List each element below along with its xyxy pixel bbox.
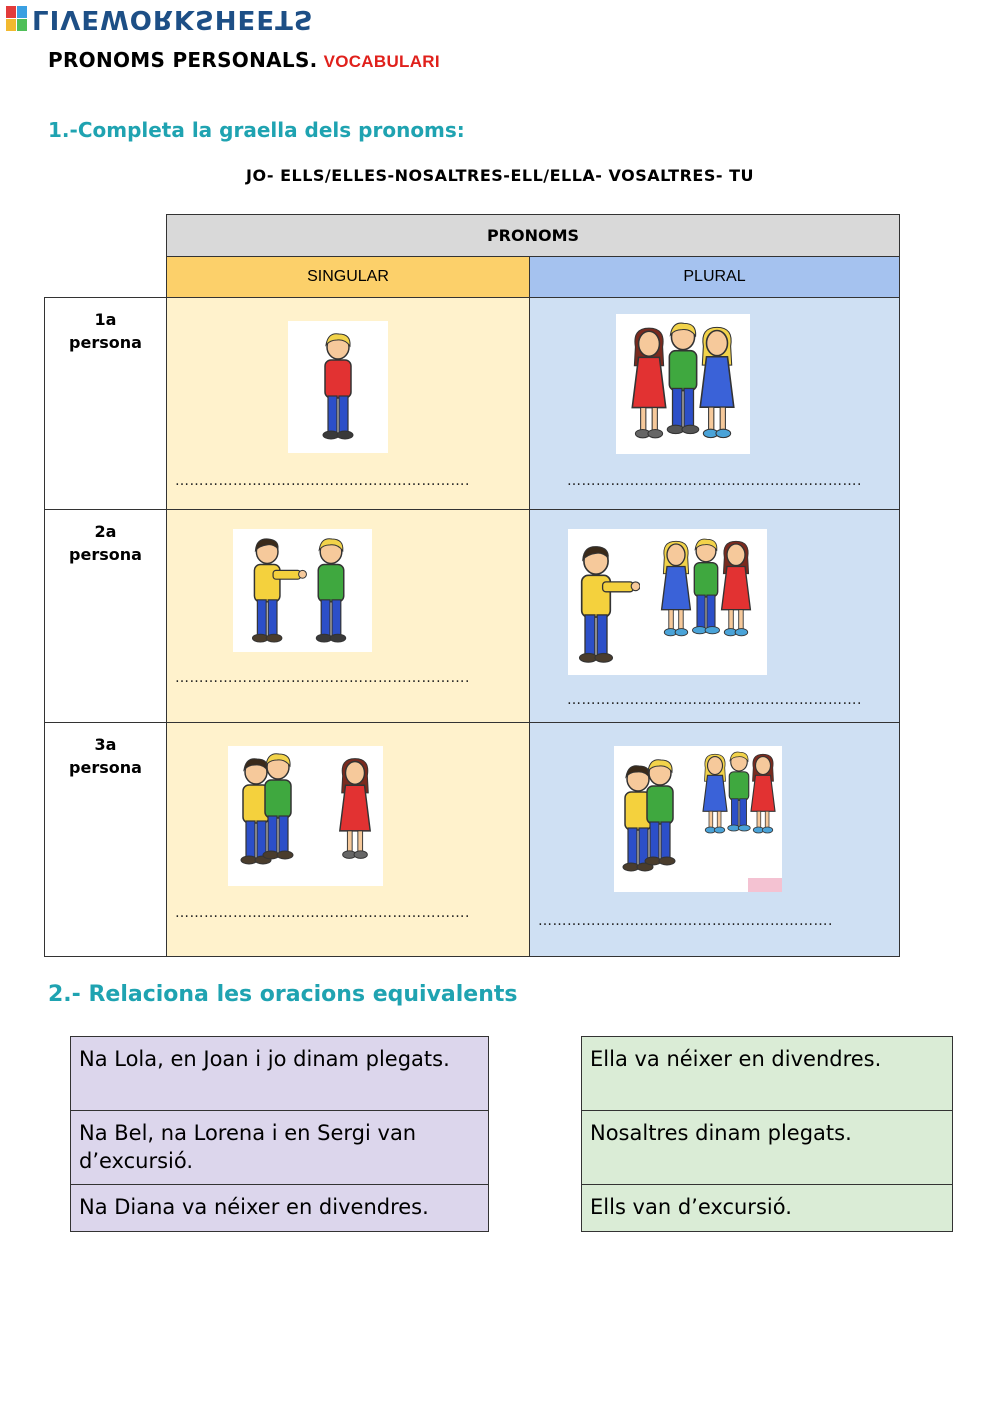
cell-3a-plural: …………………………………………………….	[529, 722, 900, 957]
answer-blank-3a-singular[interactable]: …………………………………………………….	[175, 905, 470, 921]
answer-blank-1a-plural[interactable]: …………………………………………………….	[567, 473, 862, 489]
illustration-boy-self	[288, 321, 388, 453]
word-bank: JO- ELLS/ELLES-NOSALTRES-ELL/ELLA- VOSAL…	[246, 166, 754, 185]
illustration-talking-about-one	[228, 746, 383, 886]
illustration-pointing-at-one	[233, 529, 372, 652]
row-label-word: persona	[69, 333, 142, 352]
exercise2-heading: 2.- Relaciona les oracions equivalents	[48, 982, 518, 1007]
row-label-number: 2a	[94, 522, 117, 541]
column-header-singular: SINGULAR	[166, 256, 530, 298]
match-left-2[interactable]: Na Bel, na Lorena i en Sergi van d’excur…	[70, 1110, 489, 1186]
illustration-group-with-self	[616, 314, 750, 454]
row-label-number: 1a	[94, 310, 117, 329]
exercise1-heading: 1.-Completa la graella dels pronoms:	[48, 118, 465, 142]
table-header-pronoms: PRONOMS	[166, 214, 900, 257]
logo-cubes-icon	[6, 6, 28, 32]
row-label-word: persona	[69, 545, 142, 564]
row-label-number: 3a	[94, 735, 117, 754]
title-main: PRONOMS PERSONALS.	[48, 48, 318, 72]
answer-blank-2a-singular[interactable]: …………………………………………………….	[175, 670, 470, 686]
illustration-pointing-at-group	[568, 529, 767, 675]
row-label-word: persona	[69, 758, 142, 777]
match-right-1[interactable]: Ella va néixer en divendres.	[581, 1036, 953, 1112]
row-label-1a-persona: 1a persona	[44, 297, 167, 510]
cell-2a-plural: …………………………………………………….	[529, 509, 900, 723]
page-title: PRONOMS PERSONALS. VOCABULARI	[48, 48, 440, 72]
match-right-2[interactable]: Nosaltres dinam plegats.	[581, 1110, 953, 1186]
answer-blank-3a-plural[interactable]: …………………………………………………….	[538, 913, 833, 929]
brand-logo: LIVEWORKSHEETS	[6, 4, 314, 34]
brand-name: LIVEWORKSHEETS	[32, 4, 314, 34]
illustration-talking-about-group	[614, 746, 782, 892]
cell-3a-singular: …………………………………………………….	[166, 722, 530, 957]
row-label-2a-persona: 2a persona	[44, 509, 167, 723]
cell-1a-plural: …………………………………………………….	[529, 297, 900, 510]
answer-blank-1a-singular[interactable]: …………………………………………………….	[175, 473, 470, 489]
row-label-3a-persona: 3a persona	[44, 722, 167, 957]
match-right-3[interactable]: Ells van d’excursió.	[581, 1184, 953, 1232]
cell-2a-singular: …………………………………………………….	[166, 509, 530, 723]
column-header-plural: PLURAL	[529, 256, 900, 298]
answer-blank-2a-plural[interactable]: …………………………………………………….	[567, 692, 862, 708]
title-subtitle: VOCABULARI	[323, 52, 440, 71]
match-left-3[interactable]: Na Diana va néixer en divendres.	[70, 1184, 489, 1232]
cell-1a-singular: …………………………………………………….	[166, 297, 530, 510]
match-left-1[interactable]: Na Lola, en Joan i jo dinam plegats.	[70, 1036, 489, 1112]
